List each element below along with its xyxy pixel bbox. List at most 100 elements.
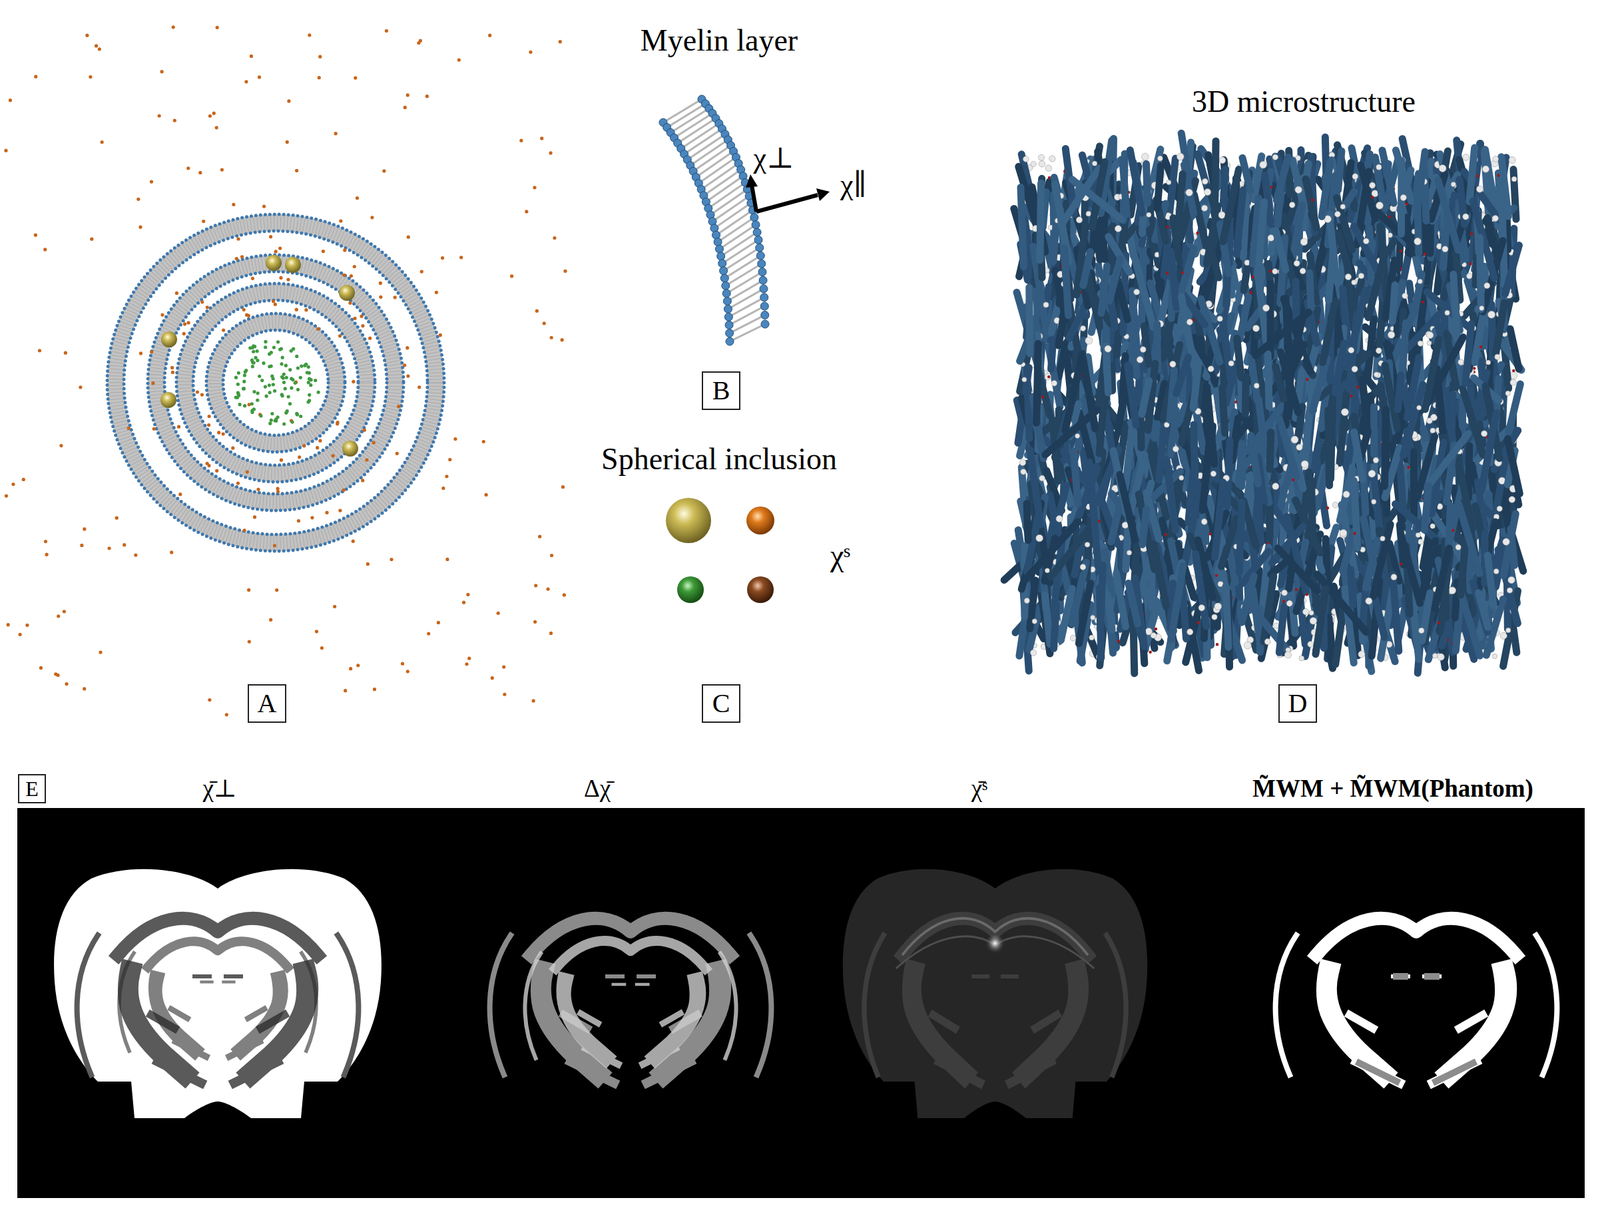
orange-dot [519,139,523,143]
orange-dot [279,458,283,463]
green-dot [294,354,299,359]
green-dot [274,419,278,423]
orange-dot [351,380,355,384]
orange-dot [441,486,445,491]
axon-cylinder [1223,159,1228,211]
green-dot [243,373,247,377]
orange-dot [310,516,314,520]
head-bead [720,274,729,283]
orange-dot [286,99,291,103]
head-bead [753,228,762,237]
green-dot [236,382,240,387]
green-dot [242,386,246,391]
orange-dot [467,657,471,661]
white-sphere [1089,635,1095,641]
orange-dot [318,55,322,59]
white-sphere [1508,496,1516,504]
orange-dot [236,237,240,241]
orange-dot [200,300,204,304]
green-dot [242,380,246,384]
green-dot [306,365,311,369]
orange-dot [296,519,301,523]
orange-dot [378,281,383,285]
orange-dot [457,57,461,62]
green-dot [268,422,272,426]
orange-dot [336,420,340,425]
green-dot [308,383,313,387]
green-dot [251,364,255,369]
green-dot [269,364,273,368]
orange-dot [247,639,252,644]
orange-dot [524,209,529,214]
orange-dot [537,535,542,539]
head-bead [760,302,769,311]
orange-dot [318,439,322,443]
orange-dot [244,79,248,84]
head-bead [725,337,734,346]
orange-dot [400,662,405,666]
orange-dot [98,650,102,654]
green-dot [263,384,267,389]
lipid-tail [681,123,720,150]
orange-dot [171,25,176,29]
green-dot [309,378,313,382]
head-beads [107,214,445,552]
green-dot [263,345,267,349]
orange-dot [352,316,357,321]
orange-dot [21,478,26,482]
orange-dot [286,277,290,281]
orange-dot [533,583,538,588]
orange-dot [356,663,360,668]
orange-dot [343,689,347,693]
orange-dot [402,363,407,367]
green-dot [278,347,282,351]
yellow-sphere [284,257,301,273]
orange-dot [271,299,275,303]
orange-dot [459,255,463,260]
orange-dot [88,75,92,79]
orange-dot [217,430,221,435]
green-dot [260,378,264,383]
orange-dot [368,336,372,341]
orange-dot [496,611,501,616]
orange-dot [253,515,257,519]
orange-dot [138,225,142,230]
orange-dot [466,593,470,597]
green-dot [299,364,303,368]
orange-dot [169,550,174,554]
white-sphere [1045,165,1052,172]
orange-dot [278,246,282,250]
orange-dot [342,248,347,252]
orange-dot [372,440,376,445]
orange-dot [488,33,492,38]
head-bead [761,320,770,329]
lipid-tail [674,113,713,138]
orange-dot [355,196,359,200]
orange-dot [426,631,431,636]
green-dot [272,345,276,349]
red-sphere [1295,588,1298,592]
green-dot [251,350,256,354]
orange-dot [532,185,536,190]
head-beads [193,300,359,466]
orange-dot [453,437,457,441]
orange-dot [274,249,278,254]
green-dot [275,415,279,419]
orange-dot [274,588,279,592]
orange-dot [436,621,441,625]
orange-dot [3,149,8,153]
orange-dot [207,464,211,468]
white-sphere [1307,641,1314,648]
green-dot [252,390,256,394]
red-sphere [1269,185,1273,189]
orange-dot [257,75,262,79]
orange-dot [79,543,84,548]
orange-dot [82,527,86,531]
orange-dot [215,25,220,30]
orange-dot [444,474,449,479]
head-bead [751,221,760,230]
orange-dot [462,601,466,605]
orange-dot [45,553,49,557]
orange-dot [317,75,321,80]
orange-dot [552,236,556,240]
